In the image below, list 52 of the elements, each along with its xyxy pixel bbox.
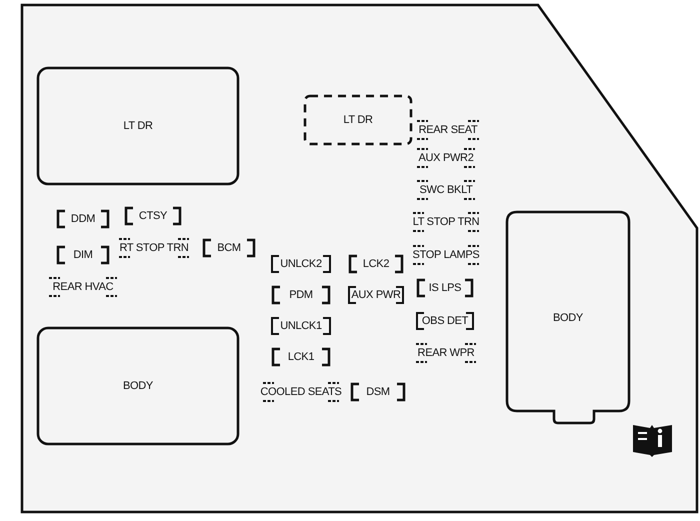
fuse-slot (123, 206, 183, 226)
fuse-slot (201, 238, 257, 258)
fuse-label: UNLCK1 (280, 320, 322, 332)
fuse-label: DSM (366, 386, 390, 398)
fuse-slot (347, 285, 405, 305)
fuse-label: SWC BKLT (419, 184, 472, 196)
fuse-label: BCM (217, 242, 241, 254)
fuse-slot (410, 212, 482, 232)
fuse-label: LCK1 (288, 351, 314, 363)
fuse-label: IS LPS (428, 282, 462, 294)
relay-outline (38, 328, 238, 444)
fuse-label: OBS DET (422, 315, 468, 327)
fuse-slot (415, 311, 475, 331)
fuse-label: STOP LAMPS (412, 249, 480, 261)
fuse-label: DDM (70, 213, 96, 225)
fuse-slot (270, 316, 332, 336)
fuse-slot (414, 148, 478, 168)
fuse-label: LCK2 (362, 258, 390, 270)
relay-label: LT DR (123, 120, 153, 132)
fuse-slot (414, 180, 478, 200)
fuse-label: LT STOP TRN (412, 216, 480, 228)
relay-outline (38, 68, 238, 184)
fuse-label: DIM (73, 249, 93, 261)
fuse-slot (46, 277, 120, 297)
fuse-slot (270, 254, 332, 274)
fuse-label: PDM (289, 289, 313, 301)
fuse-label: CTSY (138, 210, 168, 222)
fuse-label: COOLED SEATS (260, 386, 342, 398)
fuse-label: REAR HVAC (52, 281, 114, 293)
fuse-slot (270, 347, 332, 367)
fuse-label: RT STOP TRN (119, 242, 189, 254)
fuse-label: REAR WPR (418, 347, 474, 359)
fuse-label: AUX PWR (351, 289, 401, 301)
fuse-label: AUX PWR2 (418, 152, 474, 164)
fuse-slot (116, 238, 192, 258)
fuse-slot (349, 382, 407, 402)
fuse-slot (270, 285, 332, 305)
fuse-slot (410, 245, 482, 265)
relay-label: BODY (553, 312, 583, 324)
fuse-slot (413, 343, 479, 363)
fuse-slot (415, 278, 475, 298)
fuse-slot (55, 245, 111, 265)
fuse-label: UNLCK2 (280, 258, 322, 270)
fuse-slot (347, 254, 405, 274)
relay-outline (305, 96, 411, 144)
fuse-label: REAR SEAT (418, 124, 478, 136)
fuse-slot (414, 120, 482, 140)
relay-outline (507, 212, 629, 423)
fuse-slot (55, 209, 111, 229)
relay-label: BODY (123, 380, 153, 392)
fuse-slot (260, 382, 342, 402)
relay-label: LT DR (343, 114, 373, 126)
